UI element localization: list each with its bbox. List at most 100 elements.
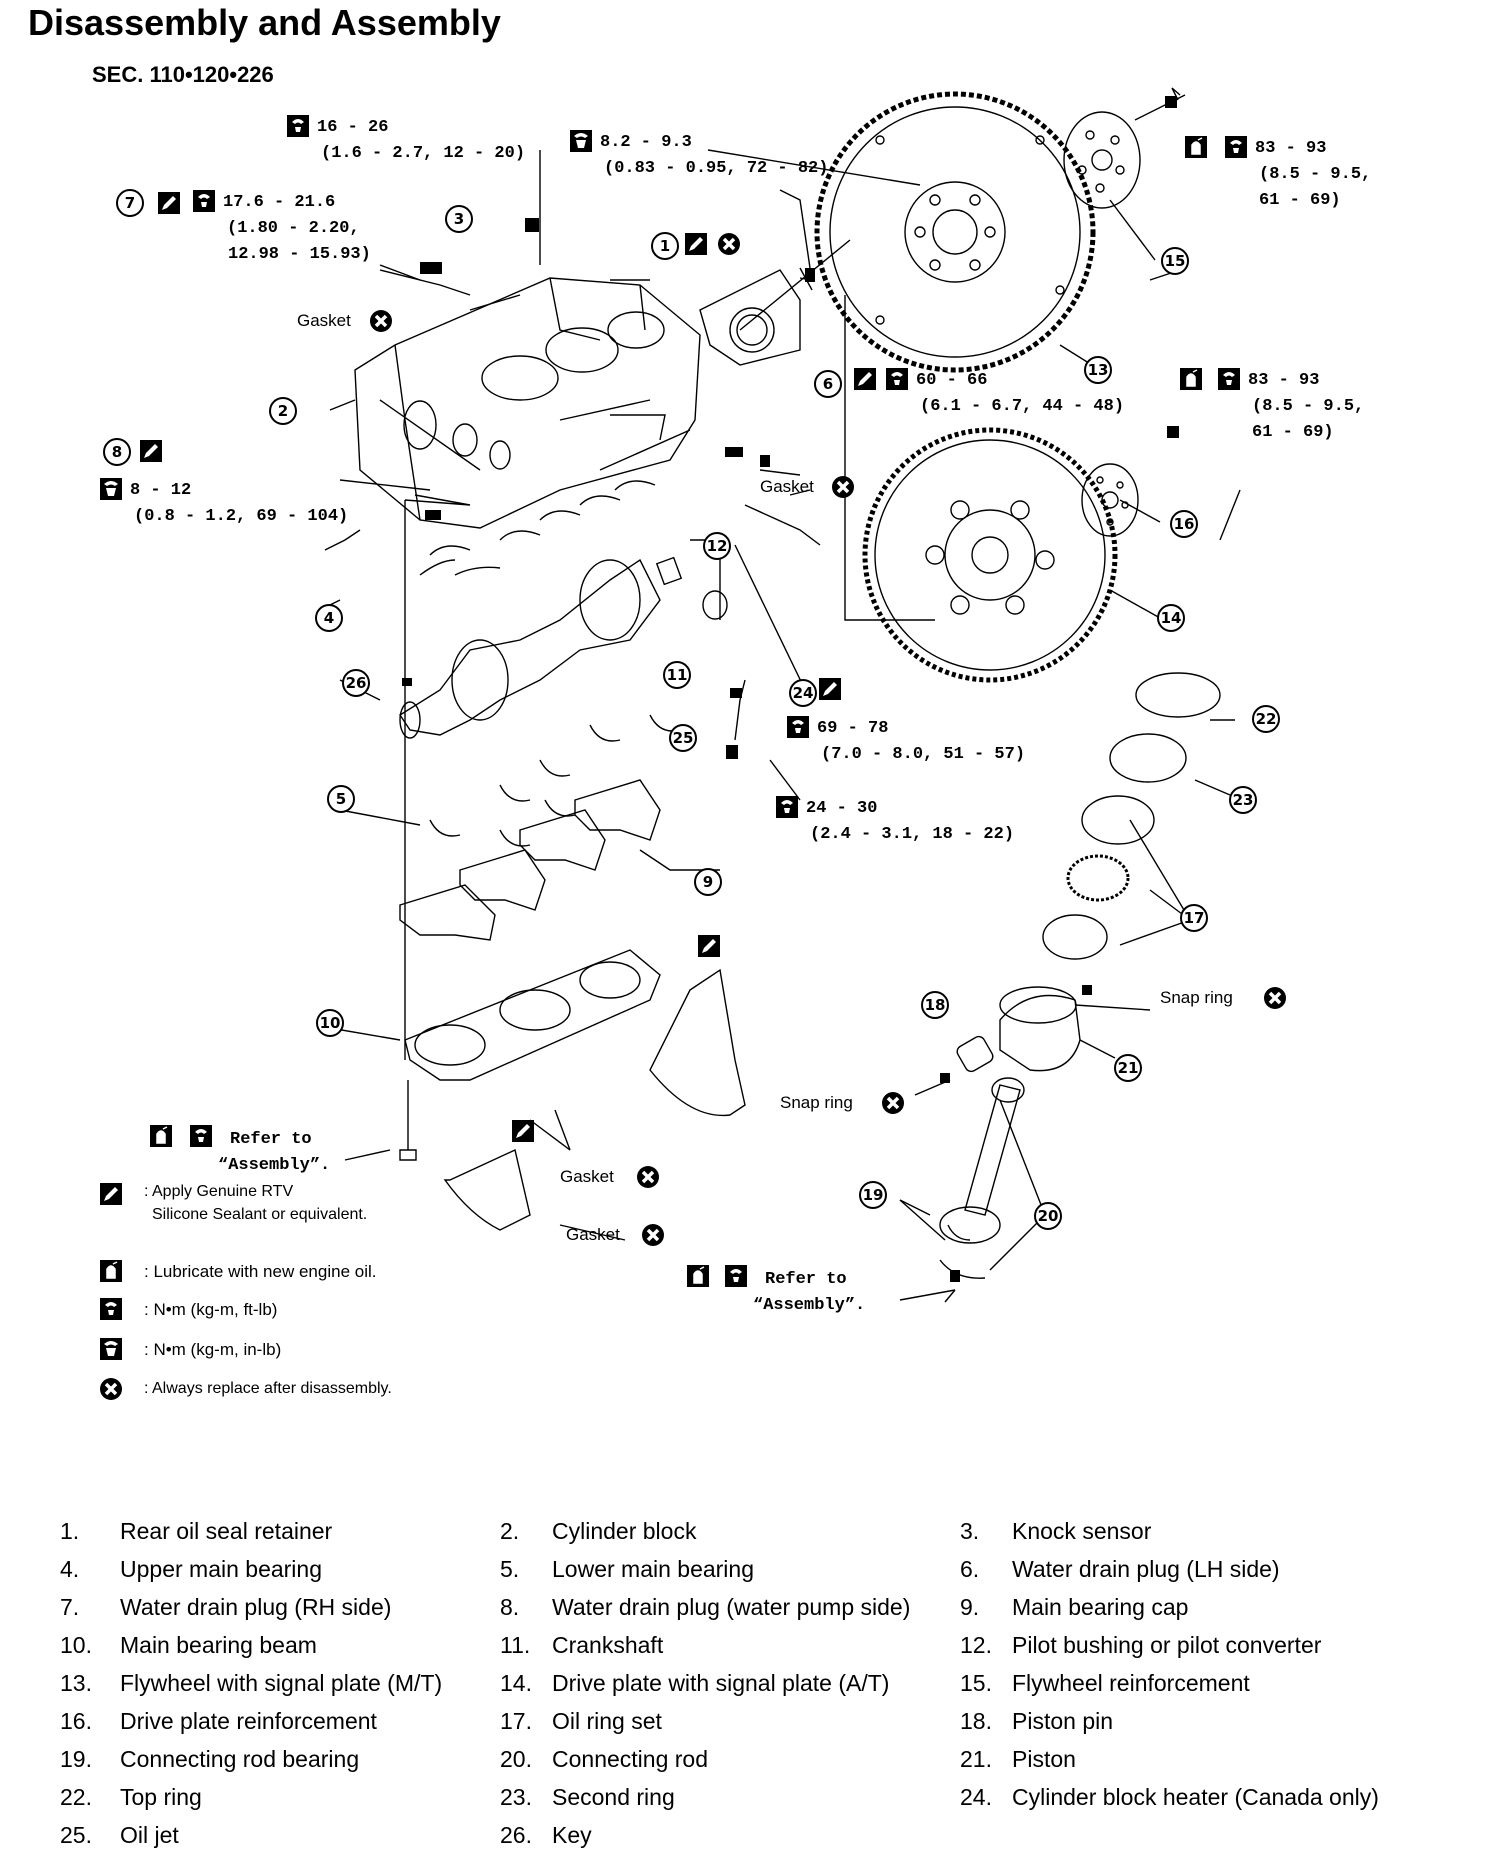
svg-text:4: 4 [324,609,334,627]
torque-spec-flywheel_bolt: 83 - 93(8.5 - 9.5,61 - 69) [1225,136,1371,210]
callout-18: 18 [921,991,949,1019]
replace-icon [1262,985,1288,1011]
part-item: 25. Oil jet [60,1822,500,1849]
oil-marker-icon [1179,367,1203,391]
svg-text:5: 5 [336,790,346,808]
torque-value: 61 - 69) [1259,191,1341,210]
callout-3: 3 [445,205,473,233]
section-number: SEC. 110•120•226 [92,62,274,87]
svg-text:24: 24 [793,684,814,702]
xmark-marker-icon [716,231,742,257]
refer-to-assembly-note: Refer to“Assembly”. [218,1130,330,1175]
callout-26: 26 [342,669,370,697]
legend-text: : Lubricate with new engine oil. [144,1262,377,1281]
torque-spec-knock_sensor: 16 - 26(1.6 - 2.7, 12 - 20) [287,115,525,163]
part-item: 13.Flywheel with signal plate (M/T) [60,1670,500,1697]
torque-value: (7.0 - 8.0, 51 - 57) [821,745,1025,764]
piston [999,994,1081,1072]
svg-text:14: 14 [1161,609,1182,627]
part-number: 21. [960,1745,992,1772]
part-number: 18. [960,1707,992,1734]
replace-icon [640,1222,666,1248]
svg-text:10: 10 [320,1014,341,1032]
svg-text:9: 9 [703,873,713,891]
part-item: 11. Crankshaft [500,1632,960,1659]
callout-16: 16 [1170,510,1198,538]
legend-text: : Apply Genuine RTV [144,1183,294,1200]
parts-row: 7.Water drain plug (RH side)8.Water drai… [60,1588,1480,1626]
replace-icon [635,1164,661,1190]
seal-marker-icon [854,368,876,390]
part-name: Drive plate reinforcement [120,1707,377,1734]
callout-2: 2 [269,397,297,425]
svg-text:Refer to: Refer to [230,1130,312,1149]
svg-text:Snap ring: Snap ring [1160,988,1233,1007]
part-name: Water drain plug (RH side) [120,1593,392,1620]
torque-spec-lh_plug: 60 - 66(6.1 - 6.7, 44 - 48) [886,368,1124,416]
legend-text: : Always replace after disassembly. [144,1380,392,1397]
torque-icon [100,478,122,500]
part-name: Piston pin [1012,1707,1114,1734]
callout-13: 13 [1084,356,1112,384]
part-number: 20. [500,1745,532,1772]
part-item: 14.Drive plate with signal plate (A/T) [500,1670,960,1697]
part-number: 24. [960,1783,992,1810]
gasket-label: Snap ring [1160,985,1288,1011]
part-name: Water drain plug (water pump side) [552,1593,911,1620]
torque-value: 83 - 93 [1248,371,1319,390]
callout-5: 5 [327,785,355,813]
callout-23: 23 [1229,786,1257,814]
svg-text:7: 7 [125,194,135,212]
svg-text:Gasket: Gasket [297,311,351,330]
part-name: Second ring [552,1783,675,1810]
upper-main-bearing [429,480,656,556]
part-number: 5. [500,1555,520,1582]
seal-marker-icon [685,233,707,255]
part-name: Upper main bearing [120,1555,323,1582]
page-title: Disassembly and Assembly [28,2,501,43]
callout-8: 8 [103,438,131,466]
svg-text:8: 8 [112,443,122,461]
part-name: Rear oil seal retainer [120,1517,333,1544]
part-name: Main bearing cap [1012,1593,1189,1620]
torque-icon [193,190,215,212]
part-number: 4. [60,1555,80,1582]
part-name: Crankshaft [552,1631,664,1658]
part-name: Oil jet [120,1821,179,1848]
part-number: 25. [60,1821,92,1848]
torque-value: (8.5 - 9.5, [1259,165,1371,184]
legend-text: : N•m (kg-m, ft-lb) [144,1300,278,1319]
part-number: 12. [960,1631,992,1658]
svg-text:26: 26 [346,674,367,692]
part-number: 11. [500,1631,531,1658]
svg-text:Gasket: Gasket [760,477,814,496]
part-item: 9. Main bearing cap [960,1594,1430,1621]
svg-text:12: 12 [707,537,728,555]
legend-text: : N•m (kg-m, in-lb) [144,1340,282,1359]
gasket-label: Gasket [760,474,856,500]
part-item: 6.Water drain plug (LH side) [960,1556,1430,1583]
torque-spec-drive_plate_bolt: 83 - 93(8.5 - 9.5,61 - 69) [1218,368,1364,442]
cylinder-bore [607,311,665,349]
torque-spec-wp_plug: 8 - 12(0.8 - 1.2, 69 - 104) [100,478,348,526]
svg-text:13: 13 [1088,361,1109,379]
lower-main-bearing [429,714,681,847]
torque-icon [776,796,798,818]
torque-value: (1.6 - 2.7, 12 - 20) [321,144,525,163]
torque-value: 61 - 69) [1252,423,1334,442]
connecting-rod [964,1084,1021,1216]
callout-11: 11 [663,661,691,689]
torque-icon [287,115,309,137]
seal-marker-icon [158,192,180,214]
torque-value: 17.6 - 21.6 [223,193,335,212]
part-item: 24.Cylinder block heater (Canada only) [960,1784,1430,1811]
gasket-label: Snap ring [780,1090,906,1116]
part-number: 9. [960,1593,980,1620]
part-name: Connecting rod [552,1745,708,1772]
callout-6: 6 [814,370,842,398]
part-number: 13. [60,1669,92,1696]
